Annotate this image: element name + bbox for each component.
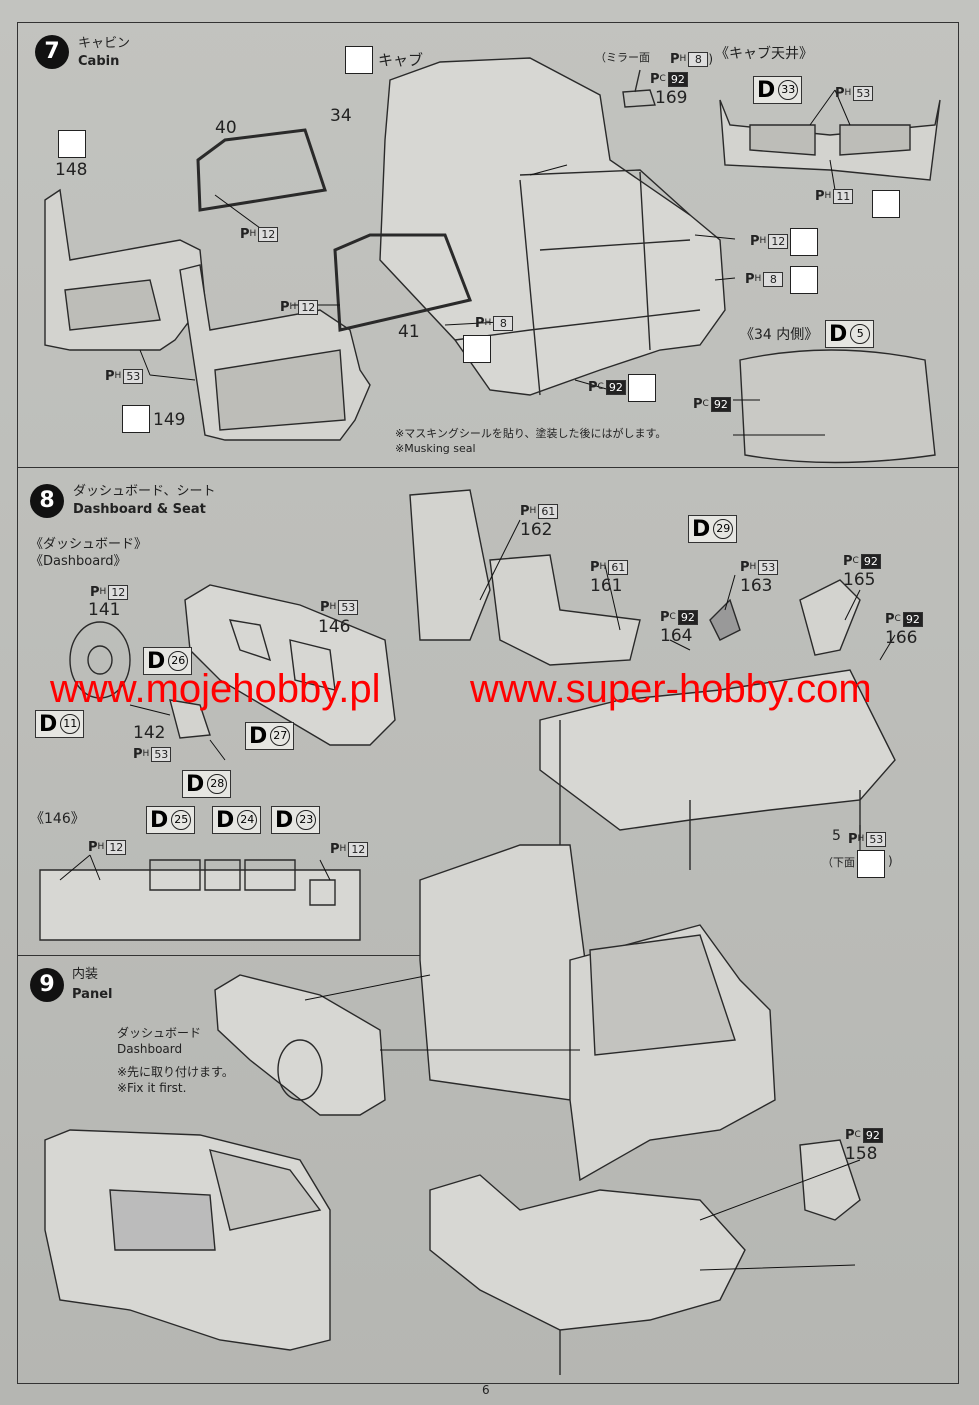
part-40: 40 [215,118,237,138]
inside-34-label: 《34 内側》 [740,327,819,343]
dashboard-sub-en: 《Dashboard》 [30,554,127,569]
part-149: 149 [153,410,186,430]
fix-first-jp: ※先に取り付けます。 [117,1065,234,1079]
lower-face-close: ) [888,854,893,868]
watermark-left: www.mojehobby.pl [50,667,381,711]
cement-icon [628,374,656,402]
cement-icon [58,130,86,158]
step-9-title-jp: 内装 [72,967,99,982]
dashboard-note-en: Dashboard [117,1042,183,1056]
cement-icon [790,266,818,294]
watermark-right: www.super-hobby.com [470,667,872,711]
cement-icon [872,190,900,218]
detail-146-label: 《146》 [30,811,85,827]
cement-icon [790,228,818,256]
part-165: 165 [843,570,876,590]
part-162: 162 [520,520,553,540]
cement-icon [463,335,491,363]
part-169: 169 [655,88,688,108]
part-166: 166 [885,628,918,648]
step-7-badge: 7 [35,35,69,69]
part-41: 41 [398,322,420,342]
masking-note-en: ※Musking seal [395,442,476,455]
step-7-title-en: Cabin [78,54,120,69]
dashboard-note-jp: ダッシュボード [117,1026,202,1040]
cab-label: キャブ [378,51,424,69]
part-164: 164 [660,626,693,646]
step-7-title-jp: キャビン [78,36,131,51]
mirror-face-label: （ミラー面 [595,51,650,64]
step-9-badge: 9 [30,968,64,1002]
part-5: 5 [832,828,841,844]
divider-step-9 [17,955,447,956]
fix-first-en: ※Fix it first. [117,1081,187,1095]
cab-roof-label: 《キャブ天井》 [715,46,813,62]
step-9-title-en: Panel [72,987,113,1002]
part-161: 161 [590,576,623,596]
cement-icon [857,850,885,878]
step-8-title-en: Dashboard & Seat [73,502,206,517]
part-141: 141 [88,600,121,620]
part-142: 142 [133,723,166,743]
part-146: 146 [318,617,351,637]
part-34: 34 [330,106,352,126]
page-number: 6 [482,1383,490,1397]
cement-icon [122,405,150,433]
masking-note-jp: ※マスキングシールを貼り、塗装した後にはがします。 [395,427,667,440]
part-148: 148 [55,160,88,180]
dashboard-sub-jp: 《ダッシュボード》 [30,537,148,552]
lower-face-label: （下面 [822,856,855,869]
divider-step-8 [17,467,959,468]
step-8-title-jp: ダッシュボード、シート [73,484,216,499]
part-163: 163 [740,576,773,596]
page-frame [17,22,959,1384]
step-8-badge: 8 [30,484,64,518]
cement-icon [345,46,373,74]
part-158: 158 [845,1144,878,1164]
